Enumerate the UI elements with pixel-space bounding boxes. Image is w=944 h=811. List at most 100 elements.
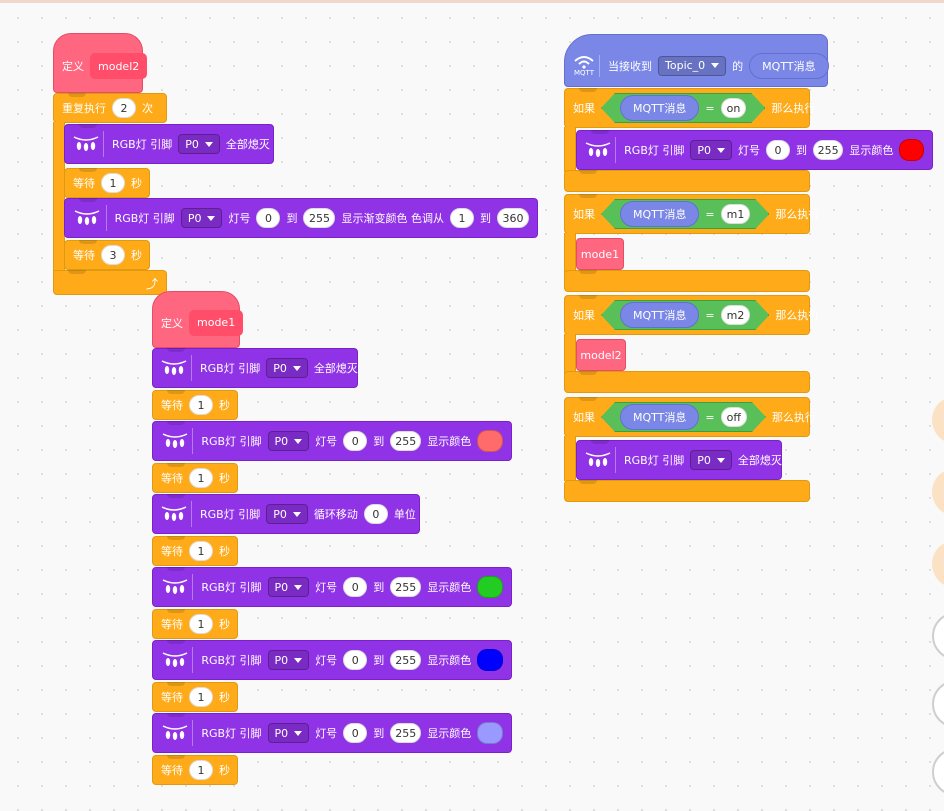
wait-unit: 秒 [219, 399, 230, 412]
pin-dropdown[interactable]: P0 [180, 208, 223, 228]
wait-seconds-input[interactable]: 1 [189, 395, 213, 415]
rgb-gradient-block[interactable]: RGB灯 引脚 P0 灯号 0 到 255 显示渐变颜色 色调从 1 到 360 [64, 198, 538, 238]
if-block-side [564, 233, 576, 273]
compare-value-input[interactable]: off [721, 407, 747, 427]
led-to-input[interactable]: 255 [813, 140, 844, 160]
topic-dropdown[interactable]: Topic_0 [658, 55, 727, 76]
led-from-input[interactable]: 0 [766, 140, 791, 160]
mqtt-message-reporter[interactable]: MQTT消息 [749, 52, 829, 79]
mqtt-receive-hat[interactable]: MQTT 当接收到 Topic_0 的 MQTT消息 [564, 34, 829, 87]
wait-block[interactable]: 等待 1 秒 [152, 536, 238, 566]
define-label: 定义 [161, 316, 183, 330]
rgb-all-off-block[interactable]: RGB灯 引脚 P0 全部熄灭 [152, 348, 358, 388]
side-circle[interactable] [932, 468, 944, 516]
color-swatch-green[interactable] [477, 576, 503, 598]
wait-seconds-input[interactable]: 1 [189, 760, 213, 780]
hue-from-input[interactable]: 1 [449, 208, 474, 228]
pin-dropdown[interactable]: P0 [266, 504, 308, 524]
rgb-led-strip-icon [161, 647, 194, 673]
wait-seconds-input[interactable]: 1 [189, 541, 213, 561]
led-to-input[interactable]: 255 [390, 577, 422, 597]
compare-value-input[interactable]: m1 [721, 204, 751, 224]
proc-name-model2[interactable]: model2 [90, 53, 148, 79]
led-to-input[interactable]: 255 [390, 723, 422, 743]
side-circle[interactable] [932, 396, 944, 444]
define-mode1-hat[interactable]: 定义 mode1 [152, 291, 244, 348]
rgb-show-color-block[interactable]: RGB灯 引脚 P0 灯号 0 到 255 显示颜色 [152, 421, 512, 461]
color-swatch-red[interactable] [899, 139, 924, 161]
if-block[interactable]: 如果 MQTT消息 = m1 那么执行 [564, 194, 819, 234]
wait-seconds-input[interactable]: 1 [189, 687, 213, 707]
wait-seconds-input[interactable]: 1 [189, 614, 213, 634]
color-swatch-blue[interactable] [477, 649, 503, 671]
if-block[interactable]: 如果 MQTT消息 = off 那么执行 [564, 397, 816, 437]
define-model2-hat[interactable]: 定义 model2 [53, 33, 148, 93]
wait-seconds-input[interactable]: 1 [101, 173, 125, 193]
equals-condition[interactable]: MQTT消息 = m1 [601, 199, 769, 229]
rgb-show-color-block[interactable]: RGB灯 引脚 P0 灯号 0 到 255 显示颜色 [152, 713, 512, 753]
rgb-shift-block[interactable]: RGB灯 引脚 P0 循环移动 0 单位 [152, 494, 420, 534]
led-to-input[interactable]: 255 [390, 431, 422, 451]
wait-block[interactable]: 等待 1 秒 [152, 682, 238, 712]
wait-label: 等待 [73, 249, 95, 262]
pin-dropdown[interactable]: P0 [267, 431, 310, 451]
call-model2-block[interactable]: model2 [576, 339, 626, 371]
wait-unit: 秒 [131, 177, 142, 190]
shift-amount-input[interactable]: 0 [363, 504, 388, 524]
wait-block[interactable]: 等待 3 秒 [64, 240, 150, 270]
equals-condition[interactable]: MQTT消息 = on [601, 93, 765, 123]
if-block[interactable]: 如果 MQTT消息 = m2 那么执行 [564, 295, 819, 335]
led-to-input[interactable]: 255 [303, 208, 336, 228]
side-circle[interactable] [932, 748, 944, 796]
rgb-led-strip-icon [585, 137, 617, 163]
color-swatch-lavender[interactable] [477, 722, 503, 744]
side-circle[interactable] [932, 612, 944, 660]
mqtt-message-reporter[interactable]: MQTT消息 [620, 404, 699, 430]
equals-condition[interactable]: MQTT消息 = m2 [601, 300, 769, 330]
equals-condition[interactable]: MQTT消息 = off [601, 402, 766, 432]
rgb-led-strip-icon [73, 205, 107, 231]
pin-dropdown[interactable]: P0 [266, 358, 308, 378]
mqtt-message-reporter[interactable]: MQTT消息 [620, 302, 699, 328]
repeat-block[interactable]: 重复执行 2 次 [53, 93, 167, 123]
led-from-input[interactable]: 0 [343, 723, 368, 743]
compare-value-input[interactable]: on [721, 98, 747, 118]
led-from-input[interactable]: 0 [256, 208, 281, 228]
rgb-show-color-block[interactable]: RGB灯 引脚 P0 灯号 0 到 255 显示颜色 [152, 640, 512, 680]
rgb-led-strip-icon [161, 574, 194, 600]
call-mode1-block[interactable]: mode1 [576, 238, 624, 270]
led-from-input[interactable]: 0 [343, 650, 368, 670]
wait-block[interactable]: 等待 1 秒 [64, 168, 150, 198]
proc-name-mode1[interactable]: mode1 [189, 309, 244, 336]
rgb-show-color-block[interactable]: RGB灯 引脚 P0 灯号 0 到 255 显示颜色 [152, 567, 512, 607]
side-circle[interactable] [932, 680, 944, 728]
pin-dropdown[interactable]: P0 [178, 134, 220, 154]
show-color-label: 显示颜色 [427, 654, 472, 667]
mqtt-message-reporter[interactable]: MQTT消息 [620, 201, 699, 227]
wait-block[interactable]: 等待 1 秒 [152, 390, 238, 420]
repeat-count-input[interactable]: 2 [112, 98, 136, 118]
led-to-input[interactable]: 255 [390, 650, 422, 670]
wait-seconds-input[interactable]: 3 [101, 245, 125, 265]
wait-block[interactable]: 等待 1 秒 [152, 463, 238, 493]
pin-dropdown[interactable]: P0 [267, 650, 310, 670]
mqtt-message-reporter[interactable]: MQTT消息 [620, 95, 699, 121]
pin-dropdown[interactable]: P0 [267, 577, 310, 597]
led-from-input[interactable]: 0 [343, 431, 368, 451]
if-block[interactable]: 如果 MQTT消息 = on 那么执行 [564, 88, 815, 128]
hue-to-input[interactable]: 360 [496, 208, 529, 228]
compare-value-input[interactable]: m2 [721, 305, 751, 325]
rgb-all-off-block[interactable]: RGB灯 引脚 P0 全部熄灭 [64, 124, 274, 164]
wait-block[interactable]: 等待 1 秒 [152, 609, 238, 639]
wait-seconds-input[interactable]: 1 [189, 468, 213, 488]
pin-dropdown[interactable]: P0 [690, 140, 733, 160]
wait-block[interactable]: 等待 1 秒 [152, 755, 238, 785]
side-circle[interactable] [932, 540, 944, 588]
if-label: 如果 [573, 309, 595, 322]
rgb-all-off-block[interactable]: RGB灯 引脚 P0 全部熄灭 [576, 440, 782, 480]
pin-dropdown[interactable]: P0 [690, 450, 732, 470]
pin-dropdown[interactable]: P0 [267, 723, 310, 743]
rgb-show-color-block[interactable]: RGB灯 引脚 P0 灯号 0 到 255 显示颜色 [576, 130, 933, 170]
color-swatch-salmon[interactable] [477, 430, 503, 452]
led-from-input[interactable]: 0 [343, 577, 368, 597]
